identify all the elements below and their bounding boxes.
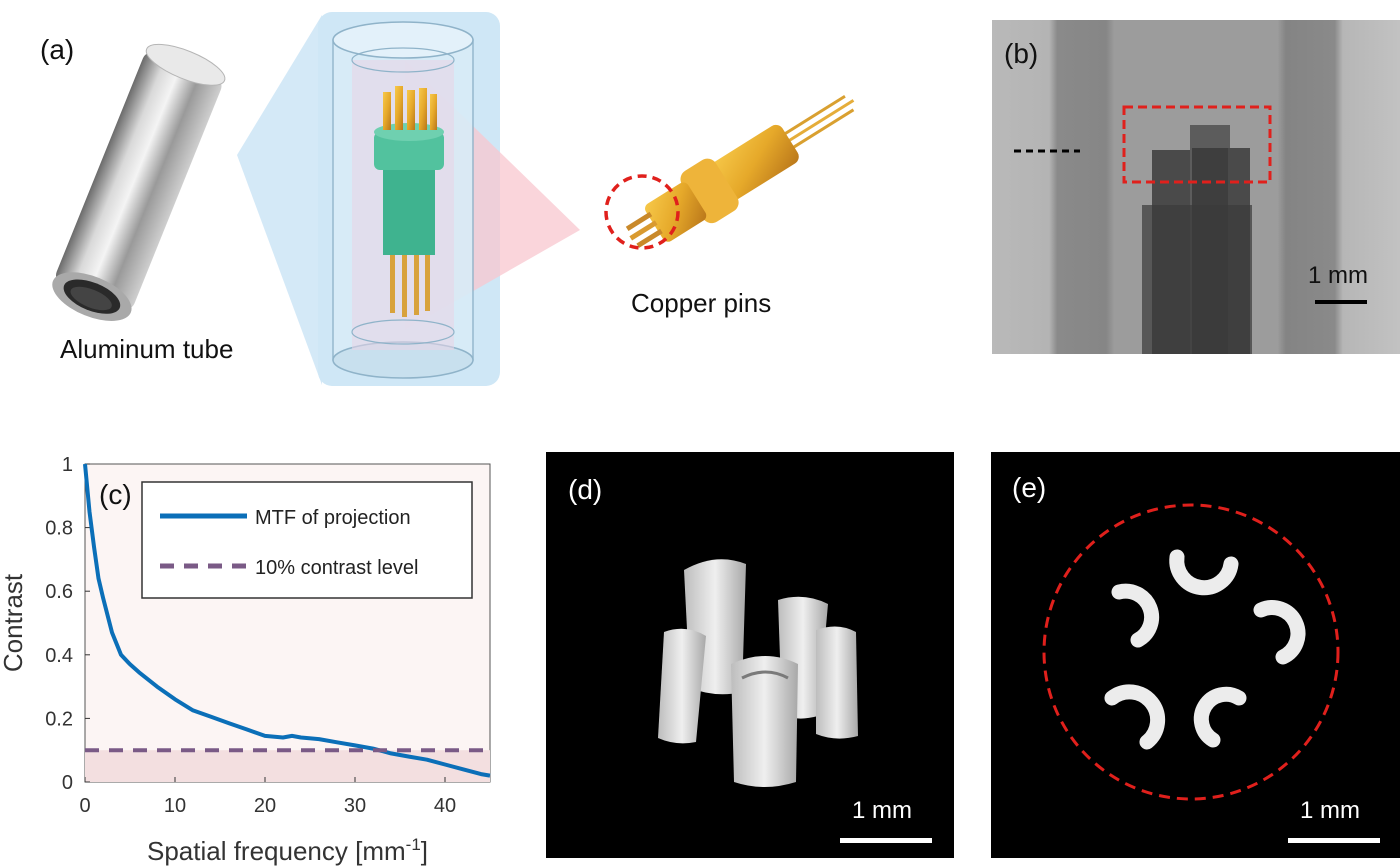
y-tick-label: 1	[62, 454, 73, 476]
mtf-series-line	[83, 463, 491, 778]
aluminum-tube-image	[52, 43, 226, 321]
scale-bar-label-b: 1 mm	[1308, 262, 1368, 289]
reconstruction-slice-image	[991, 452, 1400, 858]
legend-label-threshold: 10% contrast level	[255, 557, 418, 579]
y-axis-label: Contrast	[0, 573, 28, 672]
x-axis-label: Spatial frequency [mm-1]	[147, 835, 428, 866]
y-tick-label: 0.4	[45, 645, 73, 667]
x-tick-label: 30	[344, 795, 366, 817]
legend-box	[141, 481, 473, 599]
reconstruction-3d-image	[546, 452, 954, 858]
y-tick-label: 0.6	[45, 581, 73, 603]
y-tick-label: 0.8	[45, 518, 73, 540]
y-tick-label: 0	[62, 772, 73, 794]
copper-pins-caption: Copper pins	[631, 288, 772, 318]
x-tick-label: 10	[164, 795, 186, 817]
below-threshold-band	[85, 750, 490, 782]
xray-projection-image	[992, 20, 1400, 354]
panel-label-c: (c)	[99, 479, 132, 510]
panel-label-e: (e)	[1012, 472, 1047, 503]
panel-a-illustration	[52, 12, 855, 386]
panel-label-a: (a)	[40, 34, 75, 65]
copper-pins-image	[604, 94, 855, 250]
aluminum-tube-caption: Aluminum tube	[60, 334, 234, 364]
legend-label-mtf: MTF of projection	[255, 507, 411, 529]
y-tick-label: 0.2	[45, 708, 73, 730]
scale-bar-label-e: 1 mm	[1300, 797, 1360, 824]
x-tick-label: 40	[434, 795, 456, 817]
panel-label-d: (d)	[568, 474, 603, 505]
panel-label-b: (b)	[1004, 38, 1039, 69]
x-tick-label: 20	[254, 795, 276, 817]
x-tick-label: 0	[79, 795, 90, 817]
scale-bar-label-d: 1 mm	[852, 797, 912, 824]
pin-assembly-model	[332, 21, 474, 379]
